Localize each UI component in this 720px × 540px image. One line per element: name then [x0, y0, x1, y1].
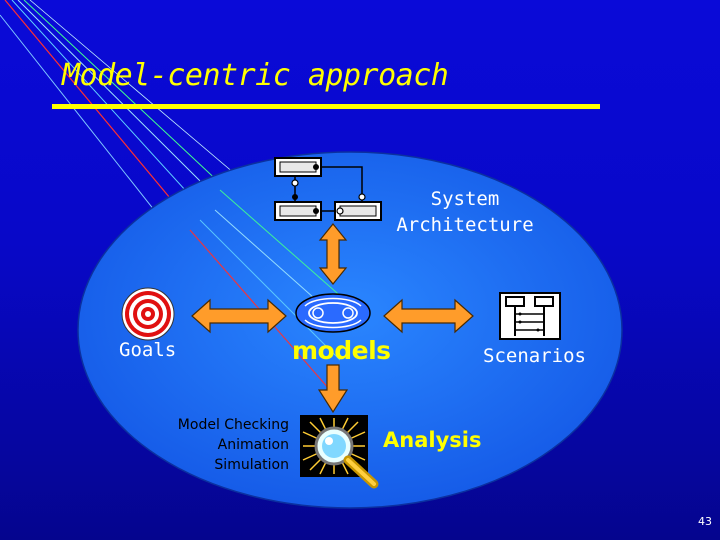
arrow-goals-models — [191, 298, 287, 334]
arrow-models-scenarios — [383, 298, 474, 334]
arrow-models-analysis — [317, 364, 349, 414]
goals-label: Goals — [119, 339, 177, 361]
magnifier-icon — [300, 415, 379, 489]
architecture-label-line2: Architecture — [396, 214, 534, 236]
tool-item: Simulation — [214, 457, 289, 473]
model-loop-icon — [295, 293, 371, 333]
architecture-label-line1: System — [430, 188, 500, 210]
page-number: 43 — [698, 515, 712, 528]
analysis-label: Analysis — [383, 428, 482, 452]
models-label: models — [292, 336, 391, 365]
tool-item: Model Checking — [177, 417, 289, 433]
tools-list: Model Checking Animation Simulation — [150, 415, 289, 475]
sequence-chart-icon — [499, 292, 561, 340]
target-icon — [121, 287, 175, 341]
scenarios-label: Scenarios — [483, 345, 586, 367]
arrow-architecture-models — [318, 223, 348, 285]
title-underline — [52, 104, 600, 109]
slide-title: Model-centric approach — [62, 58, 449, 93]
architecture-diagram-icon — [274, 157, 382, 221]
architecture-label: System Architecture — [380, 186, 550, 238]
tool-item: Animation — [217, 437, 289, 453]
